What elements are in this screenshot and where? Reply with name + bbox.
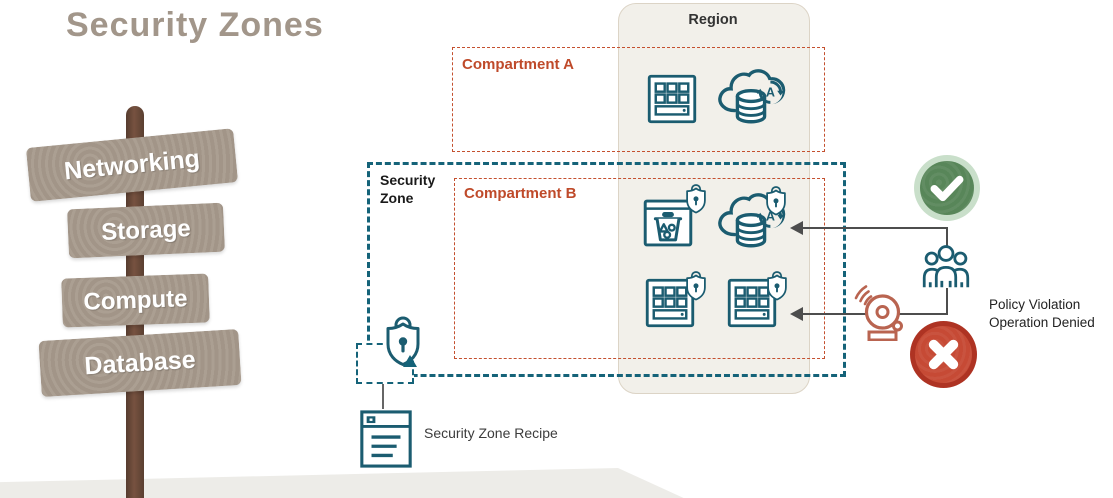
sign-compute-label: Compute (83, 284, 188, 316)
shield-lock-icon (684, 269, 708, 301)
recipe-label: Security Zone Recipe (424, 425, 558, 441)
policy-violation-line2: Operation Denied (989, 314, 1095, 330)
compartment-a-label: Compartment A (462, 56, 574, 73)
sign-networking-label: Networking (62, 144, 202, 185)
compartment-b-label: Compartment B (464, 185, 577, 202)
policy-violation-line1: Policy Violation (989, 297, 1081, 312)
security-zone-label-line2: Zone (380, 190, 414, 206)
compute-grid-icon (646, 72, 698, 126)
arrow-to-compute-icon (790, 307, 803, 321)
ground-shadow (0, 468, 688, 498)
sign-storage: Storage (67, 202, 225, 259)
sign-storage-label: Storage (100, 214, 192, 246)
connector-bottom-vertical (946, 288, 948, 315)
policy-violation-text: Policy Violation Operation Denied (989, 296, 1113, 331)
check-circle-icon (914, 155, 980, 221)
sign-database-label: Database (83, 345, 197, 380)
recipe-document-icon (357, 408, 415, 470)
connector-top-line (801, 227, 948, 229)
recipe-attach-arrow (403, 355, 417, 367)
arrow-to-database-icon (790, 221, 803, 235)
alarm-bell-icon (851, 283, 913, 341)
sign-database: Database (38, 328, 242, 398)
connector-top-vertical (946, 227, 948, 249)
region-label: Region (688, 12, 738, 28)
x-circle-icon (910, 321, 977, 388)
autonomous-database-icon (714, 66, 788, 130)
sign-networking: Networking (25, 128, 239, 202)
sign-compute: Compute (61, 273, 210, 328)
compartment-b-box (454, 178, 825, 359)
page-title: Security Zones (66, 6, 324, 44)
shield-lock-icon (764, 184, 788, 216)
security-zone-label: Security Zone (380, 171, 435, 207)
recipe-connector-line (382, 382, 384, 409)
security-zone-box (367, 162, 846, 377)
x-circle-inner (915, 326, 972, 383)
security-zone-label-line1: Security (380, 172, 436, 188)
users-group-icon (917, 241, 975, 291)
shield-lock-icon (684, 182, 708, 214)
shield-lock-icon (765, 269, 789, 301)
check-circle-inner (920, 161, 974, 215)
compartment-a-box (452, 47, 825, 152)
